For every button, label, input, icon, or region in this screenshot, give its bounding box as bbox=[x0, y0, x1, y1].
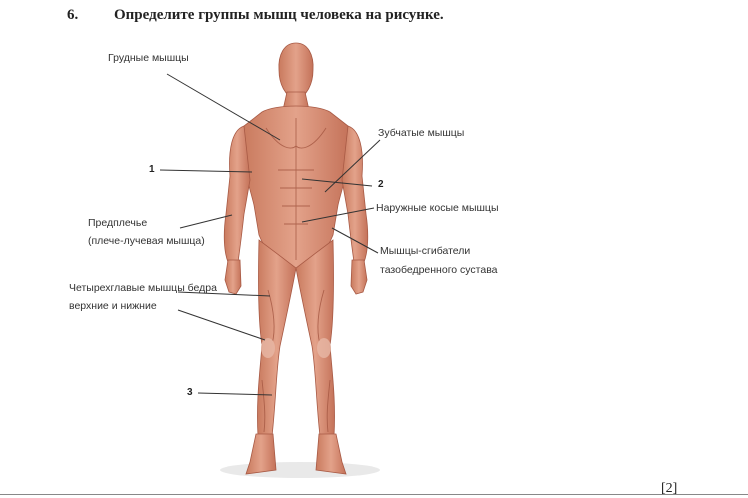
leader-obliques bbox=[301, 207, 375, 223]
leader-quads-lower bbox=[177, 309, 266, 341]
left-leg bbox=[257, 239, 297, 437]
left-hand bbox=[224, 259, 242, 295]
right-hand bbox=[350, 259, 368, 295]
leader-1 bbox=[159, 169, 253, 173]
label-serratus-muscles: Зубчатые мышцы bbox=[378, 127, 465, 139]
label-hip-flexors-detail: тазобедренного сустава bbox=[380, 264, 498, 276]
label-quadriceps: Четырехглавые мышцы бедра bbox=[69, 282, 217, 294]
right-arm bbox=[341, 125, 369, 263]
marker-1: 1 bbox=[149, 164, 155, 175]
left-arm bbox=[223, 125, 251, 263]
marker-3: 3 bbox=[187, 387, 193, 398]
muscle-details bbox=[261, 118, 331, 433]
right-foot bbox=[315, 433, 347, 475]
leader-chest bbox=[166, 73, 281, 141]
label-quadriceps-detail: верхние и нижние bbox=[69, 300, 157, 312]
leader-2 bbox=[301, 178, 373, 187]
label-forearm: Предплечье bbox=[88, 217, 148, 229]
question-number: 6. bbox=[67, 7, 79, 23]
label-hip-flexors: Мышцы-сгибатели bbox=[380, 245, 471, 257]
figure-shadow bbox=[220, 462, 380, 478]
leader-forearm bbox=[179, 214, 233, 229]
label-chest-muscles: Грудные мышцы bbox=[108, 52, 189, 64]
head bbox=[278, 42, 314, 101]
leader-3 bbox=[197, 392, 273, 396]
leader-quads-upper bbox=[177, 291, 271, 297]
right-leg bbox=[295, 239, 335, 437]
body-silhouette bbox=[223, 42, 369, 475]
label-forearm-detail: (плече-лучевая мышца) bbox=[88, 235, 205, 247]
left-foot bbox=[245, 433, 277, 475]
label-external-obliques: Наружные косые мышцы bbox=[376, 202, 499, 214]
leader-serratus bbox=[324, 139, 381, 193]
points-value: [2] bbox=[661, 481, 678, 496]
leader-lines bbox=[159, 73, 381, 396]
leader-hip-flexors bbox=[331, 227, 379, 254]
question-text: Определите группы мышц человека на рисун… bbox=[114, 7, 444, 23]
marker-2: 2 bbox=[378, 179, 384, 190]
bottom-divider bbox=[0, 494, 748, 495]
